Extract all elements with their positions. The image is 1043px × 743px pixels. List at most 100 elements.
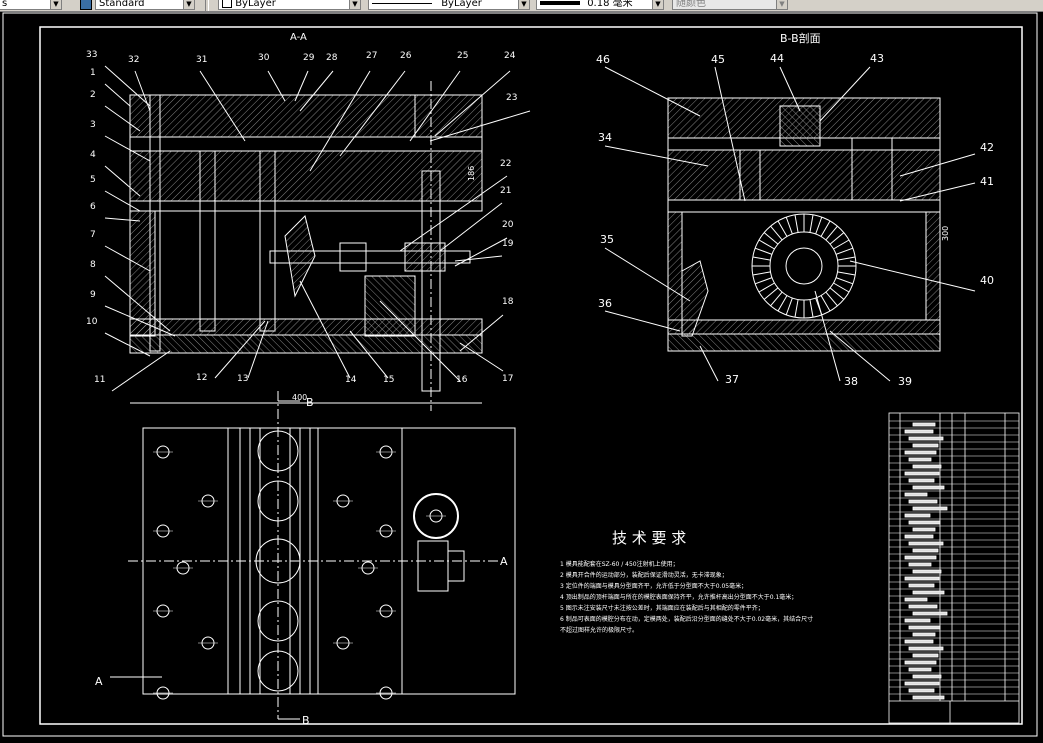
table-cell-text [912,674,942,679]
callout-25: 25 [457,51,468,61]
gear-tooth [758,282,775,293]
callout-4: 4 [90,150,96,160]
cad-drawing: A-A 400 186 [2,12,1038,737]
callout-7: 7 [90,230,96,240]
layer-color-dropdown[interactable]: ByLayer ▼ [218,0,361,10]
callout-2: 2 [90,90,96,100]
section-mark-b-bottom: B [302,714,310,727]
table-cell-text [912,443,939,448]
lineweight-sample-icon [540,1,580,5]
table-cell-text [904,555,937,560]
callout-39: 39 [898,375,912,388]
plan-view: B B A A [95,391,516,727]
table-cell-text [908,499,938,504]
gear-tooth [777,220,788,237]
callout-37: 37 [725,373,739,386]
table-cell-text [904,492,928,497]
callout-44: 44 [770,52,784,65]
text-style-dropdown[interactable]: Standard ▼ [95,0,195,10]
callout-24: 24 [504,51,516,61]
callout-14: 14 [345,375,357,385]
tech-note-3: 3 定位件的端面与模具分型面齐平，允许低于分型面不大于0.05毫米； [560,582,747,590]
callout-26: 26 [400,51,412,61]
plot-style-dropdown[interactable]: 随颜色 ▼ [672,0,788,10]
gear-tooth [815,216,823,235]
callout-9: 9 [90,290,96,300]
table-cell-text [912,695,945,700]
text-style-value: Standard [99,0,145,9]
plan-holes [153,445,446,700]
tech-note-7: 不超过图样允许的极限尺寸。 [560,626,638,634]
chevron-down-icon[interactable]: ▼ [776,0,787,9]
dimension-300: 300 [941,226,950,241]
gear-tooth [785,297,793,316]
callout-41: 41 [980,175,994,188]
style-dropdown[interactable]: s ▼ [0,0,62,10]
linetype-sample-icon [372,2,432,4]
tech-note-2: 2 模具开合件的运动部分，装配后保证滑动灵活，无卡滞现象； [560,571,728,579]
gear-tooth [809,214,814,233]
table-cell-text [904,429,934,434]
callout-13: 13 [237,374,248,384]
table-cell-text [912,506,948,511]
callout-45: 45 [711,53,725,66]
callout-40: 40 [980,274,994,287]
section-bb-callouts: 46 45 44 43 34 42 41 35 40 36 37 38 39 [596,52,994,388]
table-cell-text [908,562,932,567]
chevron-down-icon[interactable]: ▼ [518,0,529,9]
gear-tooth [794,214,799,233]
linetype-dropdown[interactable]: ByLayer ▼ [368,0,530,10]
tech-note-6: 6 制品可表面的模腔分布在动，定模两处，装配后沿分型面的缝处不大于0.02毫米，… [560,615,813,623]
callout-34: 34 [598,131,612,144]
table-cell-text [912,632,936,637]
style-value: s [2,0,8,9]
table-cell-text [908,436,944,441]
table-cell-text [908,478,935,483]
text-style-icon[interactable] [80,0,92,10]
gear-tooth [794,299,799,318]
callout-10: 10 [86,317,98,327]
inner-frame [39,26,1023,725]
chevron-down-icon[interactable]: ▼ [50,0,61,9]
gear-tooth [770,225,783,241]
parts-list-table [888,412,1020,724]
gear-tooth [752,271,771,276]
chevron-down-icon[interactable]: ▼ [349,0,360,9]
callout-43: 43 [870,52,884,65]
chevron-down-icon[interactable]: ▼ [652,0,663,9]
section-mark-a-left: A [95,675,103,688]
gear-tooth [829,287,845,300]
callout-16: 16 [456,375,468,385]
table-cell-text [904,534,934,539]
table-cell-text [904,513,931,518]
chevron-down-icon[interactable]: ▼ [183,0,194,9]
table-cell-text [904,681,940,686]
callout-28: 28 [326,53,338,63]
section-bb-view: B-B剖面 300 [604,31,976,382]
drawing-canvas[interactable]: A-A 400 186 [0,11,1043,739]
gear-tooth [785,216,793,235]
table-cell-text [908,625,941,630]
section-mark-a-right: A [500,555,508,568]
callout-31: 31 [196,55,207,65]
section-bb-label: B-B剖面 [780,31,821,45]
section-aa-callouts: 33 1 2 3 4 5 6 7 8 9 10 11 32 31 30 29 2… [86,50,517,385]
gear-tooth [754,247,773,255]
callout-8: 8 [90,260,96,270]
gear-tooth [833,239,850,250]
gear-tooth [820,295,831,312]
table-cell-text [908,646,944,651]
toolbar-separator [205,0,209,11]
callout-22: 22 [500,159,511,169]
gear-tooth [763,232,779,245]
table-cell-text [904,471,940,476]
callout-27: 27 [366,51,377,61]
gear-tooth [835,277,854,285]
callout-6: 6 [90,202,96,212]
table-cell-text [908,604,938,609]
table-cell-text [904,576,940,581]
linetype-value: ByLayer [441,0,482,9]
lineweight-dropdown[interactable]: 0.18 毫米 ▼ [536,0,664,10]
callout-32: 32 [128,55,139,65]
callout-42: 42 [980,141,994,154]
